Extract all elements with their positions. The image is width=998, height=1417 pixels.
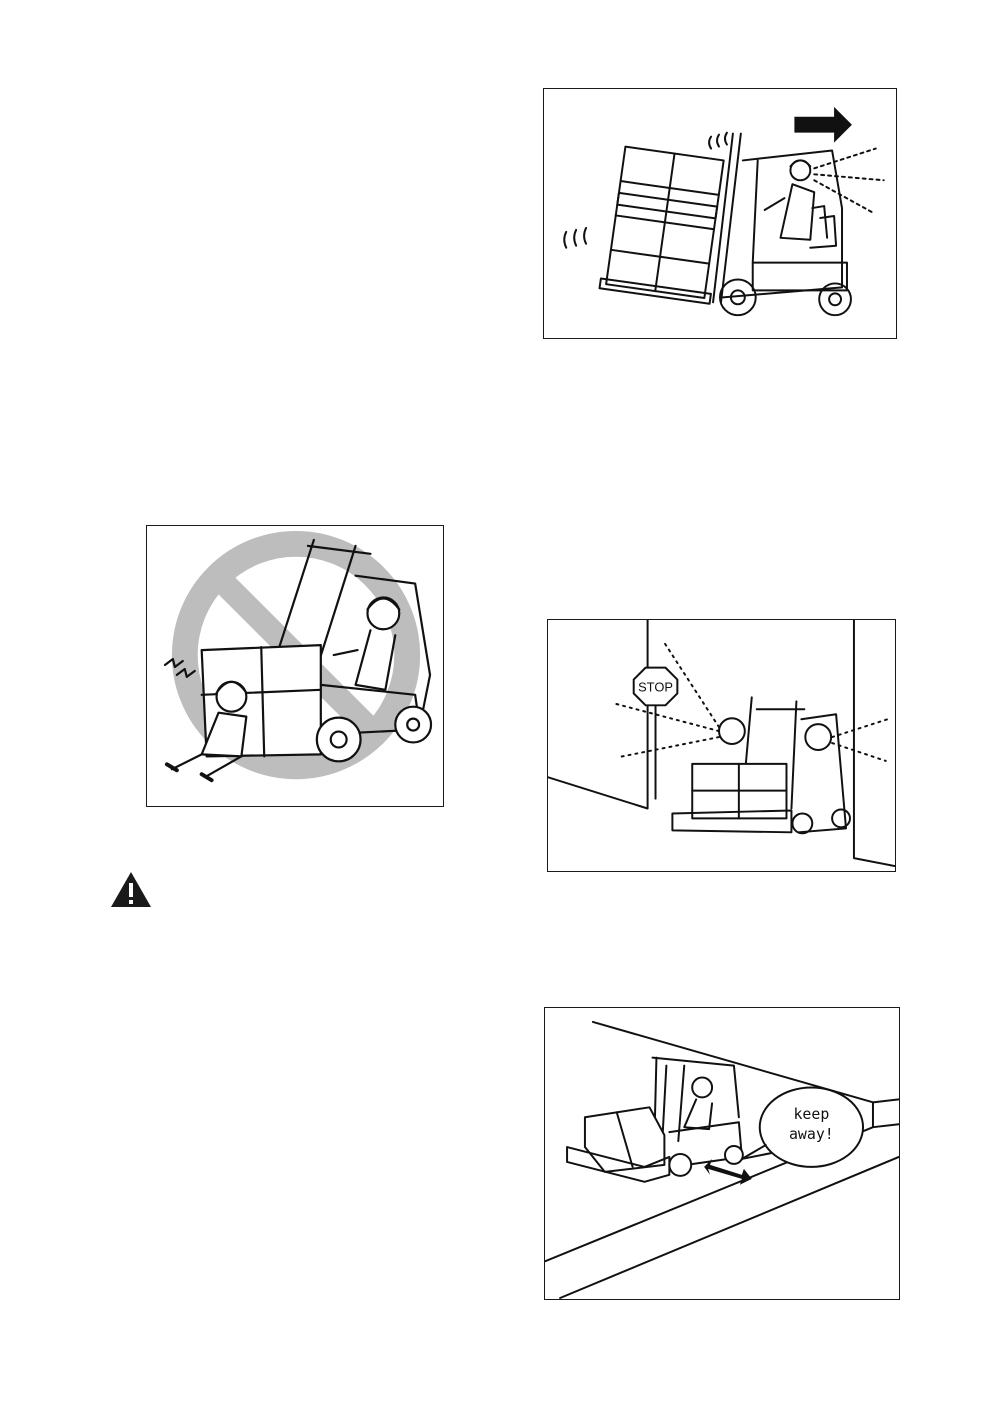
forklift-prohibited-icon (147, 526, 443, 806)
direction-arrow-icon (794, 107, 852, 143)
forklift-travel-icon (544, 89, 896, 338)
illustration-stop-and-look: STOP (547, 619, 896, 872)
stop-sign-text: STOP (638, 679, 673, 694)
forklift-platform-edge-icon: keep away! (545, 1008, 899, 1299)
illustration-travel-with-load (543, 88, 897, 339)
illustration-pedestrian-near-forklift (146, 525, 444, 807)
forklift-intersection-icon: STOP (548, 620, 895, 871)
speech-bubble-line-1: keep (793, 1105, 829, 1123)
speech-bubble-line-2: away! (789, 1125, 834, 1143)
illustration-keep-away-from-edge: keep away! (544, 1007, 900, 1300)
warning-triangle-icon (110, 871, 152, 908)
